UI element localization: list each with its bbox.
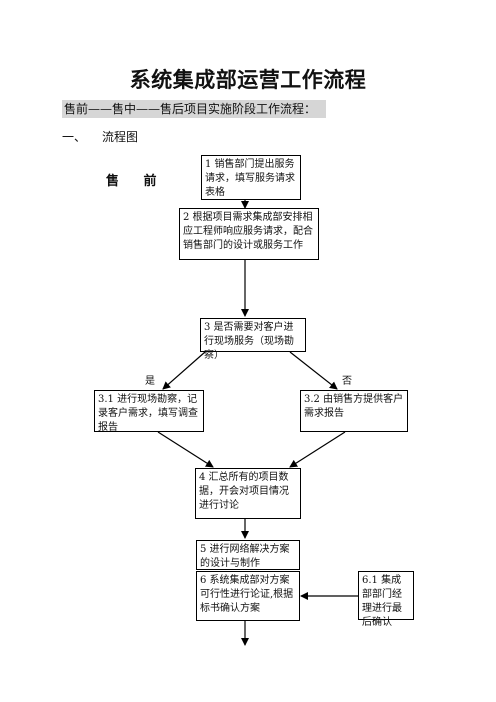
- step-3-box: 3 是否需要对客户进行现场服务（现场勘察）: [200, 318, 306, 361]
- document-subtitle: 售前——售中——售后项目实施阶段工作流程：: [62, 100, 326, 118]
- step-2-box: 2 根据项目需求集成部安排相应工程师响应服务请求，配合销售部门的设计或服务工作: [179, 208, 319, 260]
- step-3-text: 3 是否需要对客户进行现场服务（现场勘察）: [204, 322, 294, 361]
- arrow-3-to-3-1: [162, 351, 206, 390]
- step-3-1-box: 3.1 进行现场勘察，记录客户需求，填写调查报告: [94, 390, 204, 433]
- step-3-2-box: 3.2 由销售方提供客户需求报告: [300, 390, 408, 432]
- step-2-text: 2 根据项目需求集成部安排相应工程师响应服务请求，配合销售部门的设计或服务工作: [183, 212, 313, 251]
- step-5-box: 5 进行网络解决方案的设计与制作: [196, 540, 300, 570]
- step-1-text: 1 销售部门提出服务请求，填写服务请求表格: [205, 159, 295, 198]
- section-title: 流程图: [102, 130, 139, 144]
- step-6-1-text: 6.1 集成部部门经理进行最后确认: [362, 575, 402, 628]
- step-5-text: 5 进行网络解决方案的设计与制作: [200, 544, 290, 569]
- step-6-text: 6 系统集成部对方案可行性进行论证,根据标书确认方案: [200, 575, 294, 614]
- phase-label: 售 前: [106, 174, 167, 189]
- step-3-2-text: 3.2 由销售方提供客户需求报告: [304, 394, 404, 419]
- arrow-3-1-to-4: [157, 431, 214, 468]
- step-4-box: 4 汇总所有的项目数据，开会对项目情况进行讨论: [195, 468, 301, 519]
- step-4-text: 4 汇总所有的项目数据，开会对项目情况进行讨论: [199, 472, 289, 511]
- arrow-3-to-3-2: [289, 351, 338, 390]
- branch-no-label: 否: [342, 376, 352, 387]
- section-number: 一、: [62, 130, 87, 144]
- section-heading: 一、 流程图: [62, 128, 138, 145]
- arrow-3-2-to-4: [289, 431, 346, 468]
- step-3-1-text: 3.1 进行现场勘察，记录客户需求，填写调查报告: [98, 394, 198, 433]
- document-title: 系统集成部运营工作流程: [129, 67, 367, 92]
- step-1-box: 1 销售部门提出服务请求，填写服务请求表格: [201, 155, 301, 200]
- step-6-box: 6 系统集成部对方案可行性进行论证,根据标书确认方案: [196, 571, 300, 621]
- branch-yes-label: 是: [145, 376, 155, 387]
- step-6-1-box: 6.1 集成部部门经理进行最后确认: [358, 571, 414, 628]
